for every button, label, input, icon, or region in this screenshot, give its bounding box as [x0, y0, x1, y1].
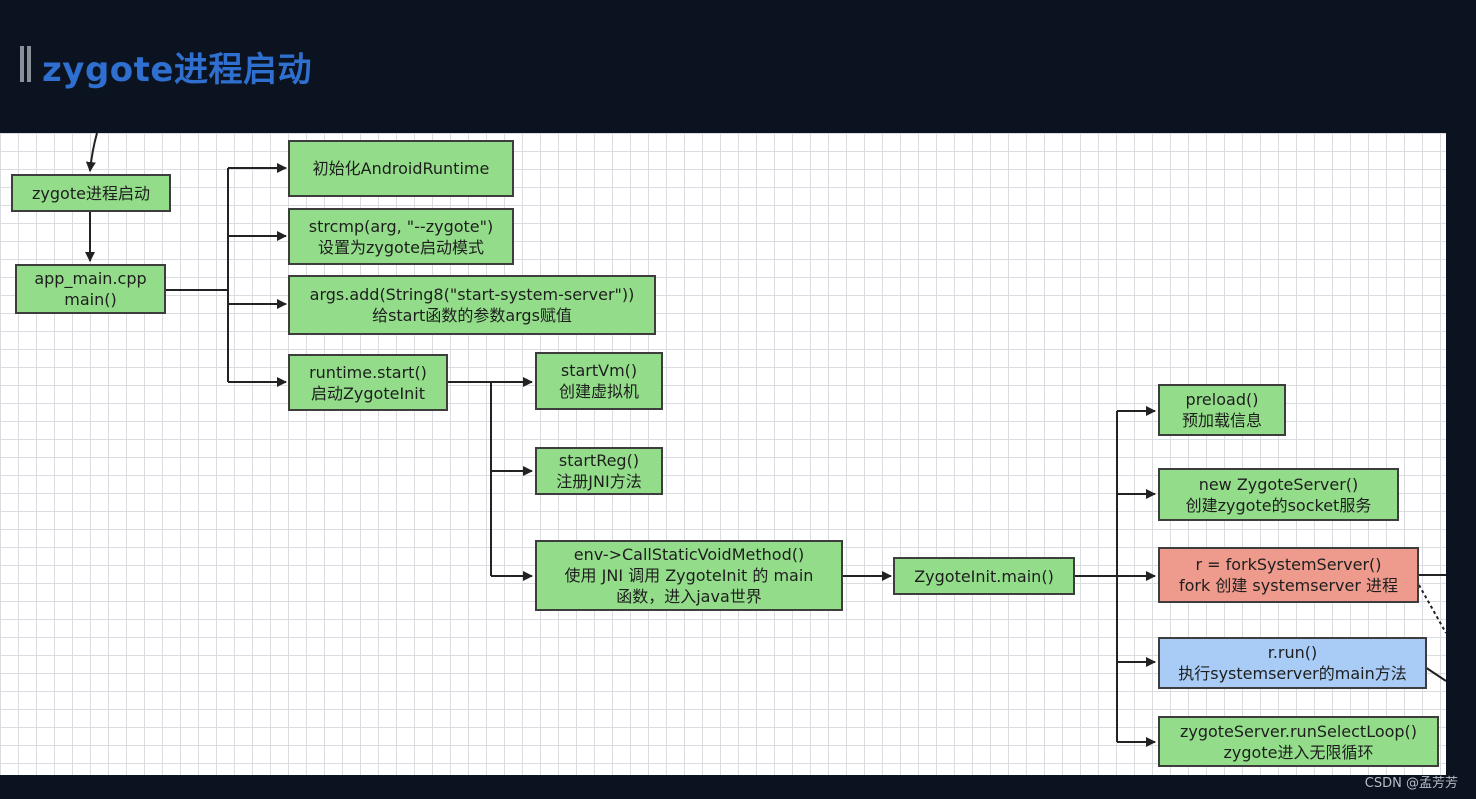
node-app-main-line1: app_main.cpp: [34, 269, 147, 288]
node-app-main-line2: main(): [64, 290, 117, 309]
node-fork-system-server: r = forkSystemServer() fork 创建 systemser…: [1158, 547, 1419, 603]
node-init-runtime-line1: 初始化AndroidRuntime: [312, 159, 490, 178]
diagram-edges: [85, 133, 1446, 747]
node-r-run-line1: r.run(): [1267, 643, 1318, 662]
node-select-loop-line2: zygote进入无限循环: [1223, 742, 1374, 762]
node-call-static-line2: 使用 JNI 调用 ZygoteInit 的 main: [564, 566, 814, 585]
node-new-server-line1: new ZygoteServer(): [1198, 474, 1359, 494]
node-start-reg: startReg() 注册JNI方法: [535, 447, 663, 495]
node-call-static-line1: env->CallStaticVoidMethod(): [573, 545, 805, 564]
title-accent-bar: [20, 46, 31, 82]
node-init-runtime: 初始化AndroidRuntime: [288, 140, 514, 197]
node-args-add-line1: args.add(String8("start-system-server")): [309, 285, 635, 304]
node-call-static-void-method: env->CallStaticVoidMethod() 使用 JNI 调用 Zy…: [535, 540, 843, 611]
node-strcmp-line2: 设置为zygote启动模式: [318, 237, 484, 257]
node-call-static-line3: 函数，进入java世界: [616, 587, 762, 606]
node-run-select-loop: zygoteServer.runSelectLoop() zygote进入无限循…: [1158, 716, 1439, 767]
watermark: CSDN @孟芳芳: [1364, 776, 1458, 791]
node-strcmp-line1: strcmp(arg, "--zygote"): [308, 216, 494, 236]
node-app-main: app_main.cpp main(): [15, 264, 166, 314]
node-r-run: r.run() 执行systemserver的main方法: [1158, 637, 1427, 689]
node-args-add-line2: 给start函数的参数args赋值: [372, 306, 572, 325]
node-r-run-line2: 执行systemserver的main方法: [1178, 664, 1407, 683]
page-title: zygote进程启动: [42, 50, 312, 90]
node-runtime-start: runtime.start() 启动ZygoteInit: [288, 354, 448, 411]
edge-incoming: [85, 133, 98, 172]
node-preload-line2: 预加载信息: [1181, 411, 1262, 430]
node-zygoteinit-main: ZygoteInit.main(): [893, 557, 1075, 595]
node-runtime-start-line1: runtime.start(): [309, 362, 427, 382]
diagram-canvas: zygote进程启动 app_main.cpp main() 初始化Androi…: [0, 133, 1446, 775]
node-preload-line1: preload(): [1185, 390, 1259, 409]
node-preload: preload() 预加载信息: [1158, 384, 1286, 436]
node-args-add: args.add(String8("start-system-server"))…: [288, 275, 656, 335]
node-start-reg-line2: 注册JNI方法: [556, 472, 642, 491]
node-select-loop-line1: zygoteServer.runSelectLoop(): [1179, 721, 1418, 741]
node-fork-system-line1: r = forkSystemServer(): [1195, 555, 1382, 574]
node-new-server-line2: 创建zygote的socket服务: [1185, 495, 1372, 515]
node-zygoteinit-main-line1: ZygoteInit.main(): [914, 566, 1054, 586]
node-runtime-start-line2: 启动ZygoteInit: [310, 383, 426, 403]
edge-fork-dotted: [1418, 584, 1446, 634]
node-start-vm-line1: startVm(): [560, 361, 638, 380]
node-zygote-start-line1: zygote进程启动: [32, 183, 150, 203]
node-start-vm: startVm() 创建虚拟机: [535, 352, 663, 410]
node-start-reg-line1: startReg(): [558, 451, 640, 470]
node-fork-system-line2: fork 创建 systemserver 进程: [1178, 576, 1399, 595]
node-strcmp: strcmp(arg, "--zygote") 设置为zygote启动模式: [288, 208, 514, 265]
node-start-vm-line2: 创建虚拟机: [558, 382, 639, 401]
node-new-zygote-server: new ZygoteServer() 创建zygote的socket服务: [1158, 468, 1399, 521]
node-zygote-start: zygote进程启动: [11, 174, 171, 212]
